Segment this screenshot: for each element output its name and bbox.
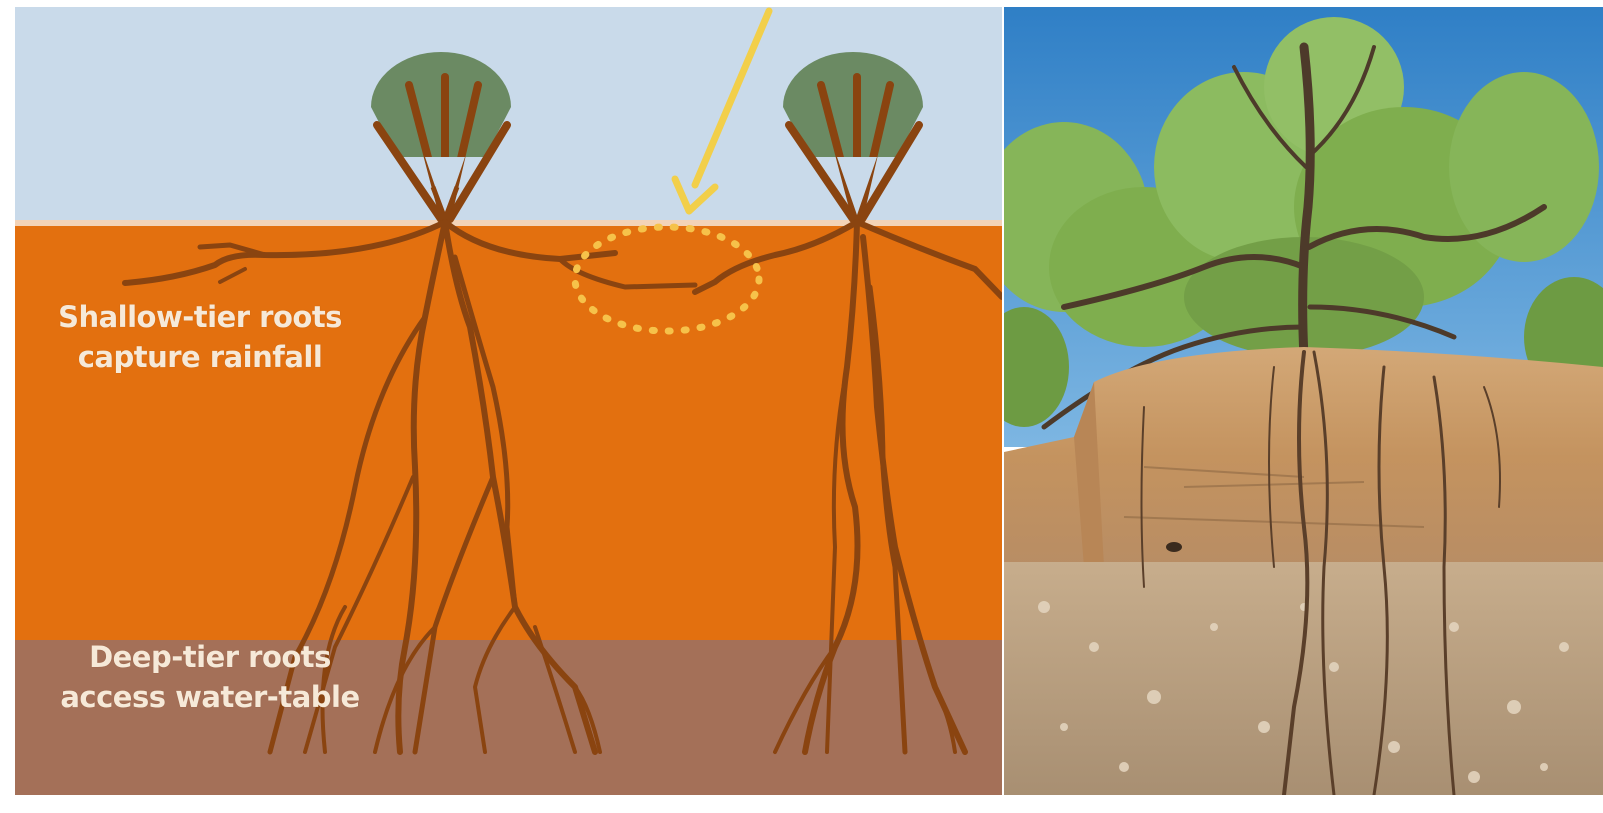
deep-label-line2: access water-table: [25, 677, 395, 717]
shallow-tier-label: Shallow-tier roots capture rainfall: [15, 297, 385, 377]
root-tier-diagram: Shallow-tier roots capture rainfall Deep…: [15, 7, 1002, 795]
deep-label-line1: Deep-tier roots: [25, 637, 395, 677]
shallow-label-line1: Shallow-tier roots: [15, 297, 385, 337]
deep-tier-label: Deep-tier roots access water-table: [25, 637, 395, 717]
shallow-label-line2: capture rainfall: [15, 337, 385, 377]
gravel-layer: [1004, 562, 1603, 795]
photo-graphic: [1004, 7, 1603, 795]
root-exposure-photo: [1004, 7, 1603, 795]
